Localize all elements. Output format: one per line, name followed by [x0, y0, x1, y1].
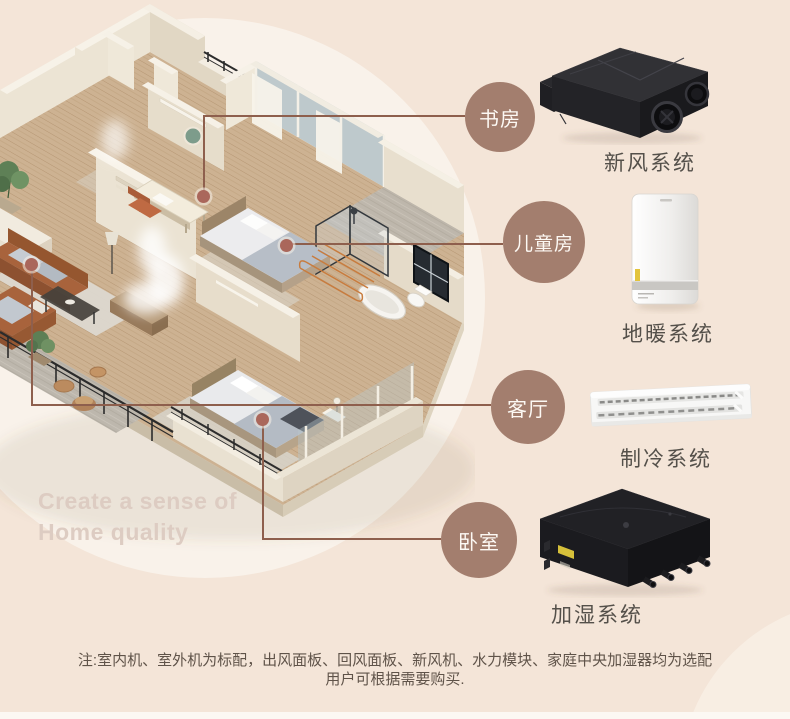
callout-line-kids-horizontal [287, 243, 503, 245]
fresh-air-unit-image [540, 47, 710, 144]
room-badge-bedroom-label: 卧室 [458, 531, 500, 554]
room-badge-study-label: 书房 [479, 108, 521, 131]
room-badge-living-label: 客厅 [507, 398, 549, 421]
callout-line-living-horizontal [31, 404, 491, 406]
floor-heating-coils [298, 243, 381, 302]
bathroom-window [413, 243, 449, 303]
room-badge-kids-label: 儿童房 [513, 233, 574, 255]
footnote: 注:室内机、室外机为标配，出风面板、回风面板、新风机、水力模块、家庭中央加湿器均… [0, 651, 790, 689]
callout-line-study-horizontal [203, 115, 465, 117]
callout-line-bedroom-horizontal [262, 538, 441, 540]
product-label-floor-heating: 地暖系统 [622, 323, 714, 346]
apartment-walls [0, 4, 258, 171]
room-marker-kids [280, 239, 293, 252]
coffee-table [40, 286, 100, 324]
living-room-sofa [0, 228, 88, 350]
humidifier-unit-image [539, 488, 711, 596]
floor-lamp [105, 232, 119, 274]
fireplace-smoke [124, 226, 184, 314]
callout-line-study-vertical [203, 115, 205, 197]
floor-heating-unit-image [631, 193, 700, 311]
bathroom-floor [324, 187, 464, 268]
study-desk [128, 179, 209, 233]
footnote-line2: 用户可根据需要购买. [325, 671, 465, 688]
bathroom [315, 139, 464, 324]
bedroom-wall [189, 254, 300, 362]
product-label-fresh-air: 新风系统 [604, 152, 696, 175]
room-marker-living [25, 258, 38, 271]
floorplan-illustration [0, 4, 475, 540]
room-marker-bedroom [256, 413, 269, 426]
corner-plant [0, 161, 29, 214]
footnote-line1: 注:室内机、室外机为标配，出风面板、回风面板、新风机、水力模块、家庭中央加湿器均… [77, 652, 713, 669]
callout-line-bedroom-vertical [262, 420, 264, 539]
room-badge-study: 书房 [465, 82, 535, 152]
tagline-line1: Create a sense of [38, 488, 237, 514]
wall-decor-mirror [183, 126, 203, 146]
kids-bed [200, 196, 330, 293]
bedroom-parapet [166, 397, 423, 502]
kids-room-glass-wall [250, 61, 386, 187]
room-badge-living: 客厅 [491, 370, 565, 444]
tagline: Create a sense of Home quality [38, 486, 268, 548]
master-bed [190, 358, 346, 458]
cooling-unit-image [589, 383, 752, 427]
balcony-plant [26, 331, 55, 366]
room-marker-study [197, 190, 210, 203]
toilet [407, 284, 433, 308]
callout-line-living-vertical [31, 265, 33, 405]
bathtub [357, 284, 407, 320]
tagline-line2: Home quality [38, 519, 189, 545]
room-badge-bedroom: 卧室 [441, 502, 517, 578]
room-badge-kids: 儿童房 [503, 201, 585, 283]
bottom-strip [0, 712, 790, 719]
product-label-humidifier: 加湿系统 [551, 604, 643, 627]
product-label-cooling: 制冷系统 [620, 448, 712, 471]
bedroom-glass-doors [298, 362, 414, 468]
